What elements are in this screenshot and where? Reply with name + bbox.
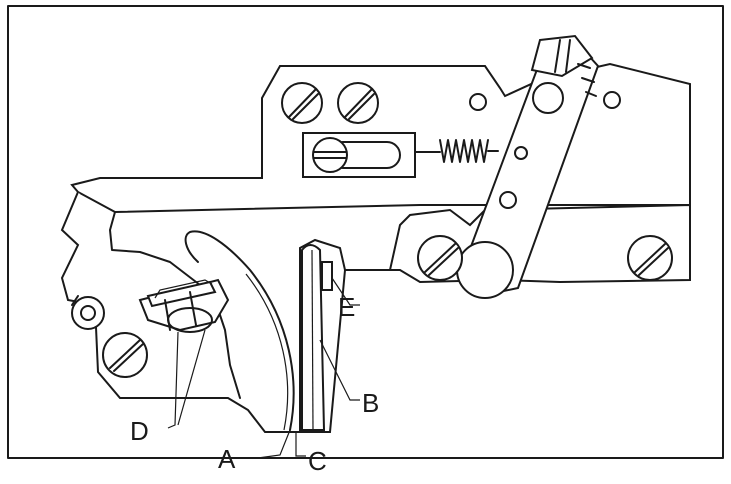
label-a: A bbox=[218, 444, 236, 474]
lower-left-screw bbox=[102, 332, 148, 378]
lower-screws bbox=[417, 235, 673, 281]
lever-arm bbox=[456, 34, 600, 299]
clamp-block-d bbox=[138, 278, 230, 333]
hole-upper-left bbox=[469, 93, 487, 111]
label-c: C bbox=[308, 446, 327, 476]
inner-opening bbox=[109, 211, 241, 399]
left-pivot bbox=[71, 295, 105, 330]
hole-upper-right bbox=[603, 91, 621, 109]
label-e: E bbox=[338, 292, 355, 322]
leaf-spring-a bbox=[184, 230, 295, 431]
tension-spring bbox=[414, 139, 499, 163]
slot-bracket bbox=[302, 132, 416, 178]
leaf-spring-a-inner bbox=[245, 273, 289, 431]
vertical-bar-b bbox=[301, 244, 333, 431]
label-b: B bbox=[362, 388, 379, 418]
leader-lines bbox=[167, 277, 360, 459]
label-d: D bbox=[130, 416, 149, 446]
frame-border bbox=[7, 5, 724, 459]
top-screws bbox=[281, 82, 379, 124]
